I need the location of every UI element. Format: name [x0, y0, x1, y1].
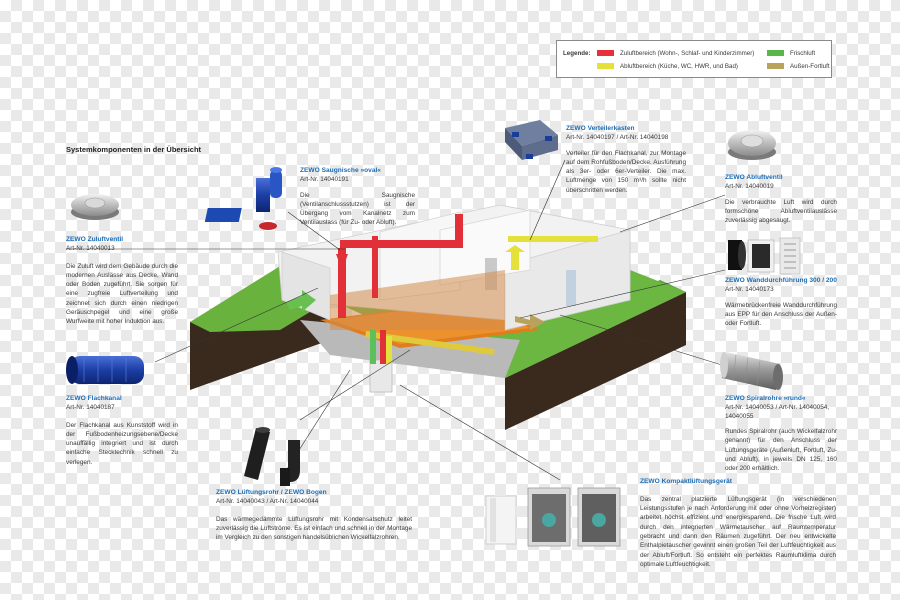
- callout-flachkanal: ZEWO Flachkanal Art-Nr. 14040187 Der Fla…: [66, 395, 178, 467]
- callout-zuluftventil: ZEWO Zuluftventil Art-Nr. 14040013 Die Z…: [66, 236, 178, 327]
- zuluftventil-art: Art-Nr. 14040013: [66, 244, 115, 252]
- saugnische-art: Art-Nr. 14040191: [300, 175, 349, 183]
- spiralrohre-title: ZEWO Spiralrohre »rund«: [725, 395, 806, 402]
- legend-label-abluft: Abluftbereich (Küche, WC, HWR, und Bad): [620, 63, 738, 70]
- legend-swatch-fortluft: [767, 63, 784, 69]
- legend-label-zuluft: Zuluftbereich (Wohn-, Schlaf- und Kinder…: [620, 50, 755, 57]
- wanddurchfuehrung-title: ZEWO Wanddurchführung 300 / 200: [725, 277, 837, 284]
- legend-title: Legende:: [563, 50, 591, 57]
- lueftungsrohr-title: ZEWO Lüftungsrohr / ZEWO Bogen: [216, 489, 327, 496]
- callout-abluftventil: ZEWO Abluftventil Art-Nr. 14040019 Die v…: [725, 174, 837, 225]
- legend-label-frischluft: Frischluft: [790, 50, 816, 57]
- legend: Legende: Zuluftbereich (Wohn-, Schlaf- u…: [556, 40, 832, 78]
- callout-lueftungsrohr: ZEWO Lüftungsrohr / ZEWO Bogen Art-Nr. 1…: [216, 489, 412, 542]
- saugnische-icon: [204, 167, 282, 230]
- spiralrohre-desc: Rundes Spiralrohr (auch Wickelfalzrohr g…: [725, 428, 837, 473]
- callout-kompaktgeraet: ZEWO Kompaktlüftungsgerät Das zentral pl…: [640, 478, 836, 569]
- kompaktgeraet-title: ZEWO Kompaktlüftungsgerät: [640, 478, 732, 485]
- verteilerkasten-desc: Verteiler für den Flachkanal, zur Montag…: [566, 149, 686, 194]
- legend-swatch-abluft: [597, 63, 614, 69]
- legend-label-fortluft: Außen-Fortluft: [790, 63, 830, 70]
- legend-swatch-zuluft: [597, 50, 614, 56]
- zuluftventil-desc: Die Zuluft wird dem Gebäude durch die mo…: [66, 262, 178, 326]
- flachkanal-icon: [66, 356, 144, 384]
- abluftventil-title: ZEWO Abluftventil: [725, 174, 783, 181]
- wanddurchfuehrung-desc: Wärmebrückenfreie Wanddurchführung aus E…: [725, 301, 837, 328]
- callout-spiralrohre: ZEWO Spiralrohre »rund« Art-Nr. 14040053…: [725, 395, 837, 474]
- zuluftventil-title: ZEWO Zuluftventil: [66, 236, 124, 243]
- lueftungsrohr-art: Art-Nr. 14040043 / Art-Nr. 14040044: [216, 497, 319, 505]
- verteilerkasten-title: ZEWO Verteilerkasten: [566, 125, 635, 132]
- lueftungsrohr-icon: [244, 427, 300, 486]
- flachkanal-desc: Der Flachkanal aus Kunststoff wird in de…: [66, 421, 178, 466]
- verteilerkasten-icon: [505, 120, 558, 160]
- saugnische-desc: Die Saugnische (Ventilanschlussstutzen) …: [300, 191, 415, 227]
- page-heading: Systemkomponenten in der Übersicht: [66, 145, 202, 154]
- legend-swatch-frischluft: [767, 50, 784, 56]
- kompaktgeraet-desc: Das zentral platzierte Lüftungsgerät (in…: [640, 495, 836, 568]
- kompaktgeraet-icon: [485, 487, 621, 547]
- spiralrohre-art: Art-Nr. 14040053 / Art-Nr. 14040054,: [725, 403, 830, 411]
- wanddurchfuehrung-art: Art-Nr. 14040173: [725, 285, 774, 293]
- spiralrohre-art2: 14040055: [725, 412, 754, 420]
- spiralrohr-icon: [720, 352, 783, 390]
- callout-wanddurchfuehrung: ZEWO Wanddurchführung 300 / 200 Art-Nr. …: [725, 277, 837, 328]
- zuluftventil-icon: [71, 194, 119, 220]
- flachkanal-title: ZEWO Flachkanal: [66, 395, 122, 402]
- wanddurchfuehrung-icon: [728, 237, 801, 275]
- lueftungsrohr-desc: Das wärmegedämmte Lüftungsrohr mit Konde…: [216, 515, 412, 542]
- abluftventil-art: Art-Nr. 14040019: [725, 182, 774, 190]
- abluftventil-icon: [728, 130, 776, 160]
- saugnische-title: ZEWO Saugnische »oval«: [300, 167, 381, 174]
- callout-verteilerkasten: ZEWO Verteilerkasten Art-Nr. 14040197 / …: [566, 125, 686, 195]
- abluftventil-desc: Die verbrauchte Luft wird durch formschö…: [725, 198, 837, 225]
- callout-saugnische: ZEWO Saugnische »oval« Art-Nr. 14040191 …: [300, 167, 415, 228]
- flachkanal-art: Art-Nr. 14040187: [66, 403, 115, 411]
- verteilerkasten-art: Art-Nr. 14040197 / Art-Nr. 14040198: [566, 133, 669, 141]
